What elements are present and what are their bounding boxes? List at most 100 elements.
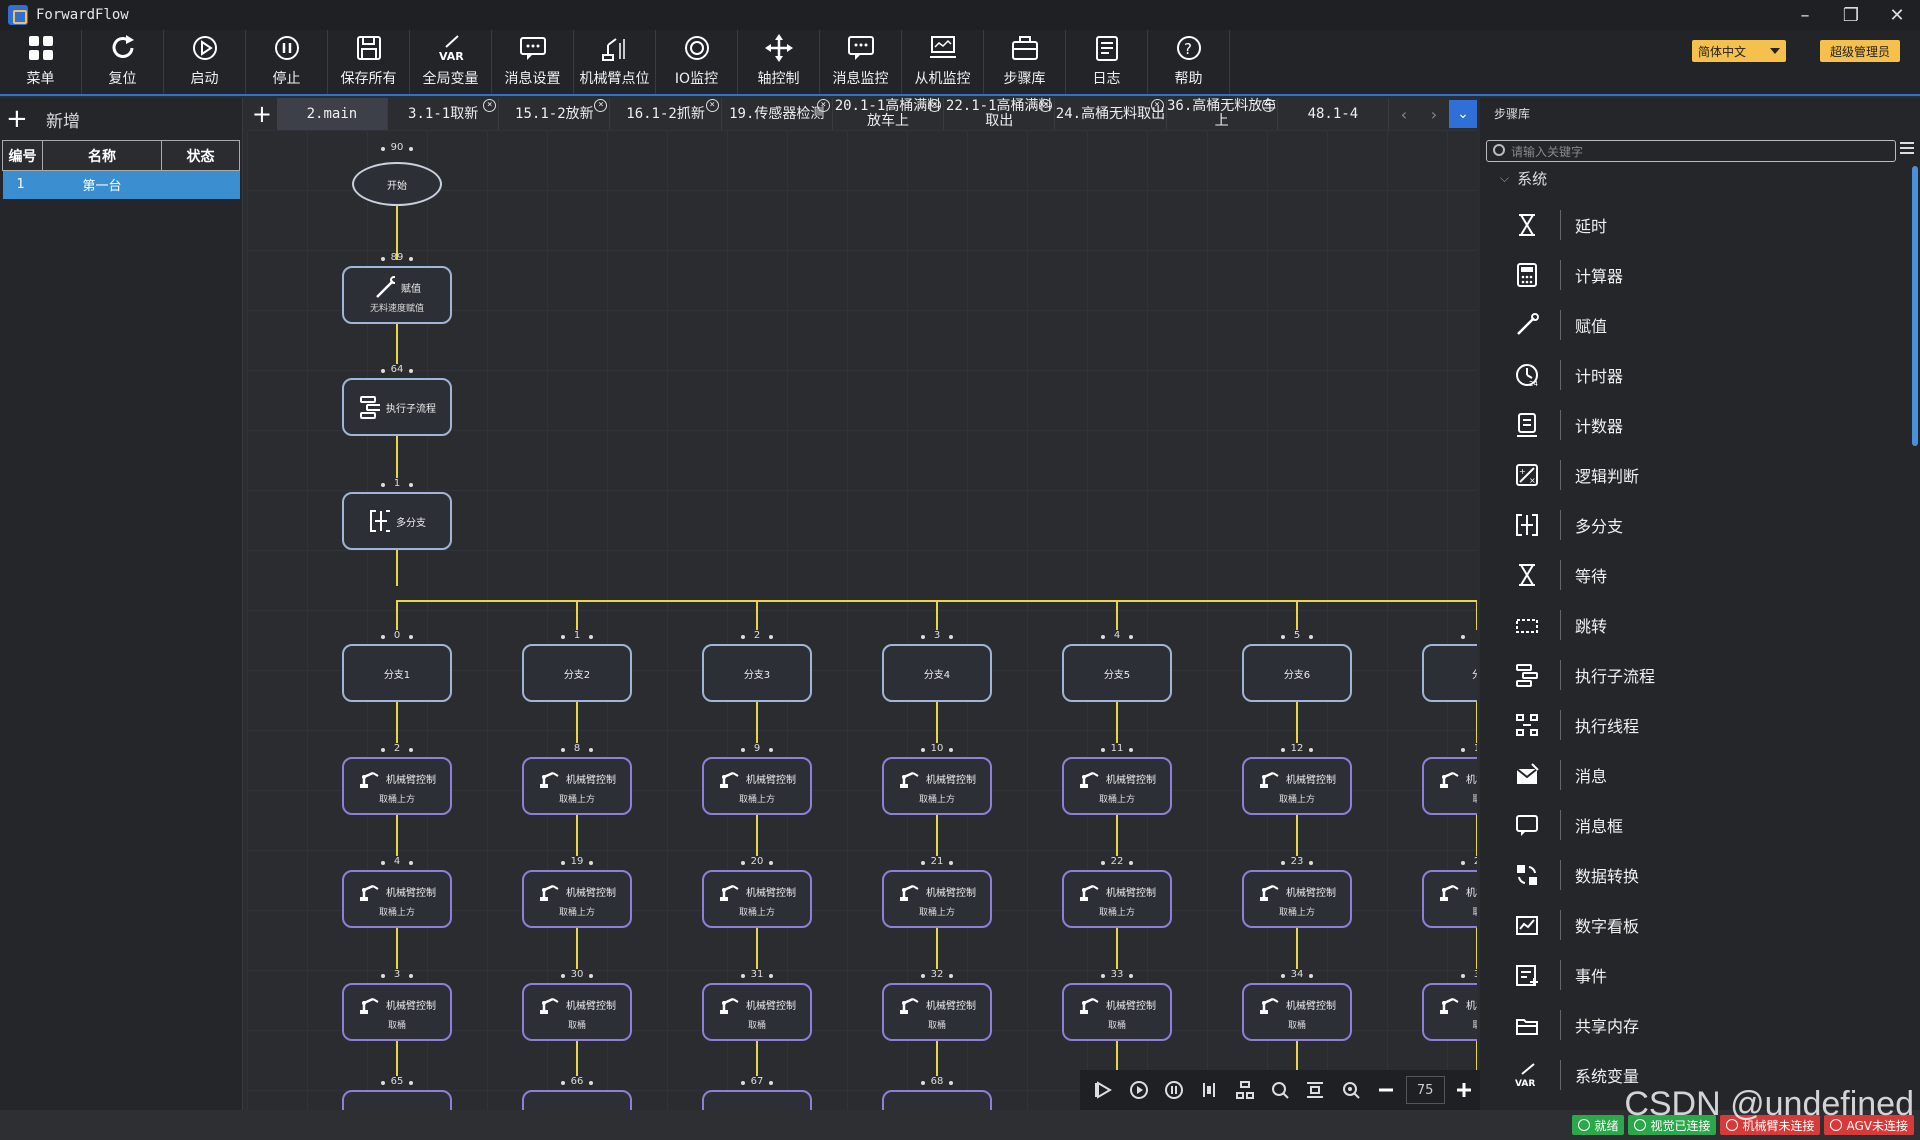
minimize-button[interactable]: – <box>1800 4 1810 26</box>
maximize-button[interactable]: ❐ <box>1842 4 1860 26</box>
play-circle-icon[interactable] <box>1123 1074 1154 1106</box>
toolbar-button-10[interactable]: 消息监控 <box>820 30 902 94</box>
robot-control-node[interactable]: 机械臂控制取桶 <box>702 983 812 1041</box>
toolbar-button-7[interactable]: 机械臂点位 <box>574 30 656 94</box>
robot-control-node[interactable]: 机械臂控制取桶上方 <box>702 870 812 928</box>
list-menu-icon[interactable] <box>1900 142 1914 158</box>
close-tab-icon[interactable]: × <box>705 99 719 112</box>
step-library-item[interactable]: 延时 <box>1510 200 1890 250</box>
step-library-item[interactable]: 执行线程 <box>1510 700 1890 750</box>
step-library-item[interactable]: 消息 <box>1510 750 1890 800</box>
robot-control-node[interactable]: 机械臂控制取桶上方 <box>342 870 452 928</box>
flow-node[interactable]: 执行子流程 <box>342 378 452 436</box>
step-library-item[interactable]: 事件 <box>1510 950 1890 1000</box>
tab-9[interactable]: 48.1-4 <box>1278 98 1389 130</box>
close-tab-icon[interactable]: × <box>594 99 608 112</box>
column-header-status[interactable]: 状态 <box>161 140 240 171</box>
robot-control-node[interactable]: 机械臂控制取桶 <box>1242 983 1352 1041</box>
zoom-in-button[interactable] <box>1449 1074 1480 1106</box>
branch-node[interactable]: 分支3 <box>702 644 812 702</box>
toolbar-button-12[interactable]: 步骤库 <box>984 30 1066 94</box>
toolbar-button-1[interactable]: 复位 <box>82 30 164 94</box>
zoom-out-button[interactable] <box>1370 1074 1401 1106</box>
chevron-left-icon[interactable]: ‹ <box>1400 104 1408 124</box>
zoom-fit-icon[interactable] <box>1264 1074 1295 1106</box>
branch-node[interactable]: 分 <box>1422 644 1477 702</box>
robot-control-node[interactable]: 机械臂控制取桶 <box>1062 983 1172 1041</box>
tab-3[interactable]: 16.1-2抓新× <box>610 98 722 130</box>
robot-control-node[interactable]: 机械臂控制取桶上方 <box>702 757 812 815</box>
close-tab-icon[interactable]: × <box>1261 99 1275 112</box>
robot-control-node[interactable]: 机械臂控制取桶上方 <box>1062 870 1172 928</box>
robot-control-node[interactable]: 机械臂控制取桶上方 <box>342 757 452 815</box>
run-step-icon[interactable] <box>1088 1074 1119 1106</box>
layout-tree-icon[interactable] <box>1229 1074 1260 1106</box>
toolbar-button-9[interactable]: 轴控制 <box>738 30 820 94</box>
user-role-badge[interactable]: 超级管理员 <box>1820 40 1900 62</box>
robot-control-node[interactable]: 机械臂控制取桶上方 <box>882 757 992 815</box>
tab-2[interactable]: 15.1-2放新× <box>499 98 611 130</box>
step-library-item[interactable]: +×逻辑判断 <box>1510 450 1890 500</box>
robot-control-node[interactable]: 机械臂控制取桶上方 <box>522 757 632 815</box>
toolbar-button-11[interactable]: 从机监控 <box>902 30 984 94</box>
toolbar-button-13[interactable]: 日志 <box>1066 30 1148 94</box>
tab-0[interactable]: 2.main <box>276 98 389 130</box>
align-vertical-icon[interactable] <box>1194 1074 1225 1106</box>
close-tab-icon[interactable]: × <box>1150 99 1164 112</box>
robot-control-node[interactable] <box>702 1090 812 1110</box>
toolbar-button-14[interactable]: ?帮助 <box>1148 30 1230 94</box>
start-node[interactable]: 开始 <box>352 162 442 206</box>
step-library-item[interactable]: 跳转 <box>1510 600 1890 650</box>
robot-control-node[interactable] <box>342 1090 452 1110</box>
tab-4[interactable]: 19.传感器检测× <box>722 98 833 130</box>
toolbar-button-0[interactable]: 菜单 <box>0 30 82 94</box>
tab-5[interactable]: 20.1-1高桶满料放车上× <box>833 98 945 130</box>
tab-7[interactable]: 24.高桶无料取出× <box>1055 98 1167 130</box>
close-button[interactable]: ✕ <box>1889 4 1905 26</box>
tab-list-dropdown-icon[interactable]: ⌄ <box>1448 100 1477 128</box>
close-tab-icon[interactable]: × <box>928 99 942 112</box>
branch-node[interactable]: 分支5 <box>1062 644 1172 702</box>
step-library-item[interactable]: 等待 <box>1510 550 1890 600</box>
zoom-level[interactable]: 75 <box>1405 1076 1445 1104</box>
locate-icon[interactable] <box>1335 1074 1366 1106</box>
branch-node[interactable]: 分支1 <box>342 644 452 702</box>
chevron-right-icon[interactable]: › <box>1430 104 1438 124</box>
tab-1[interactable]: 3.1-1取新× <box>388 98 500 130</box>
flow-node[interactable]: 赋值无料速度赋值 <box>342 266 452 324</box>
robot-control-node[interactable]: 机械臂控制取桶上方 <box>1062 757 1172 815</box>
branch-node[interactable]: 分支6 <box>1242 644 1352 702</box>
column-header-name[interactable]: 名称 <box>42 140 162 171</box>
robot-control-node[interactable]: 机械臂控制取桶上方 <box>522 870 632 928</box>
tab-8[interactable]: 36.高桶无料放车上× <box>1167 98 1278 130</box>
step-library-item[interactable]: 赋值 <box>1510 300 1890 350</box>
scrollbar-thumb[interactable] <box>1912 166 1918 446</box>
toolbar-button-3[interactable]: 停止 <box>246 30 328 94</box>
robot-control-node[interactable]: 机械臂控制取桶 <box>342 983 452 1041</box>
close-tab-icon[interactable]: × <box>816 99 830 112</box>
language-select[interactable]: 简体中文 <box>1692 40 1786 62</box>
flow-node[interactable]: 多分支 <box>342 492 452 550</box>
robot-control-node[interactable]: 机械臂控制取桶 <box>882 983 992 1041</box>
step-search-input[interactable]: 请输入关键字 <box>1486 140 1896 162</box>
step-library-item[interactable]: 数据转换 <box>1510 850 1890 900</box>
robot-control-node[interactable]: 机械臂控制取桶 <box>522 983 632 1041</box>
center-icon[interactable] <box>1300 1074 1331 1106</box>
toolbar-button-4[interactable]: 保存所有 <box>328 30 410 94</box>
toolbar-button-2[interactable]: 启动 <box>164 30 246 94</box>
branch-node[interactable]: 分支2 <box>522 644 632 702</box>
pause-circle-icon[interactable] <box>1159 1074 1190 1106</box>
step-library-item[interactable]: 共享内存 <box>1510 1000 1890 1050</box>
add-device-button[interactable]: + 新增 <box>0 98 242 140</box>
column-header-id[interactable]: 编号 <box>2 140 43 171</box>
step-library-item[interactable]: 多分支 <box>1510 500 1890 550</box>
toolbar-button-8[interactable]: IO监控 <box>656 30 738 94</box>
add-tab-button[interactable]: + <box>251 100 272 128</box>
step-library-item[interactable]: 计数器 <box>1510 400 1890 450</box>
